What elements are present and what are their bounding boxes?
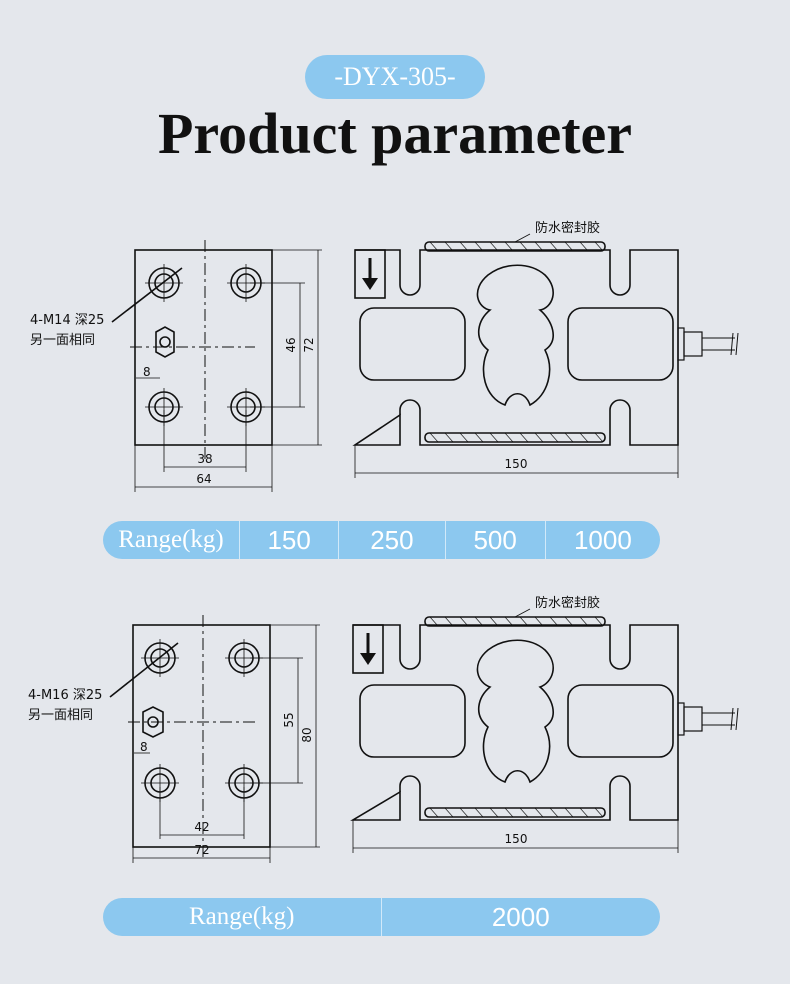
drawing-1: 4-M14 深25 另一面相同 防水密封胶 46 72 38 64 8 150 bbox=[30, 220, 739, 492]
range-label: Range(kg) bbox=[118, 526, 224, 553]
page-title: Product parameter bbox=[157, 101, 633, 166]
end-view-plate bbox=[132, 624, 271, 848]
strain-pocket-right bbox=[567, 684, 674, 758]
dim-length: 150 bbox=[505, 832, 528, 846]
center-flexure-cutout bbox=[476, 264, 554, 407]
seal-label: 防水密封胶 bbox=[535, 595, 600, 611]
seal-bottom bbox=[424, 807, 606, 818]
seal-label: 防水密封胶 bbox=[535, 220, 600, 236]
hex-fitting bbox=[142, 706, 164, 738]
load-direction-icon bbox=[362, 258, 378, 290]
dim-width: 64 bbox=[196, 472, 211, 486]
center-flexure-cutout bbox=[476, 639, 554, 784]
thread-note-line2: 另一面相同 bbox=[28, 708, 93, 723]
strain-pocket-left bbox=[359, 684, 466, 758]
dim-hex-offset: 8 bbox=[143, 365, 151, 379]
strain-pocket-left bbox=[359, 307, 466, 381]
range-value: 250 bbox=[338, 521, 444, 559]
thread-note-line1: 4-M16 深25 bbox=[28, 688, 102, 703]
thread-note-line1: 4-M14 深25 bbox=[30, 313, 104, 328]
dim-hex-offset: 8 bbox=[140, 740, 148, 754]
dim-height: 80 bbox=[300, 727, 314, 742]
dim-length: 150 bbox=[505, 457, 528, 471]
range-value: 2000 bbox=[380, 898, 661, 936]
dim-width: 72 bbox=[194, 843, 209, 857]
dim-hole-spacing-h: 42 bbox=[194, 820, 209, 834]
dim-hole-spacing-v: 46 bbox=[284, 337, 298, 352]
range-value: 500 bbox=[444, 521, 545, 559]
dim-height: 72 bbox=[302, 337, 316, 352]
range-value: 1000 bbox=[544, 521, 660, 559]
range-bar-1: Range(kg) 150 250 500 1000 bbox=[103, 521, 660, 559]
side-view-body bbox=[352, 249, 679, 446]
strain-pocket-right bbox=[567, 307, 674, 381]
range-bar-2: Range(kg) 2000 bbox=[103, 898, 660, 936]
thread-note-line2: 另一面相同 bbox=[30, 333, 95, 348]
range-value: 150 bbox=[239, 521, 338, 559]
seal-bottom bbox=[424, 432, 606, 443]
range-label: Range(kg) bbox=[188, 903, 295, 930]
model-badge: -DYX-305- bbox=[305, 55, 485, 99]
dim-hole-spacing-v: 55 bbox=[282, 712, 296, 727]
hex-fitting bbox=[155, 326, 175, 358]
dim-hole-spacing-h: 38 bbox=[197, 452, 212, 466]
drawing-2: 4-M16 深25 另一面相同 防水密封胶 55 80 42 72 8 150 bbox=[28, 595, 739, 863]
load-direction-icon bbox=[360, 633, 376, 665]
